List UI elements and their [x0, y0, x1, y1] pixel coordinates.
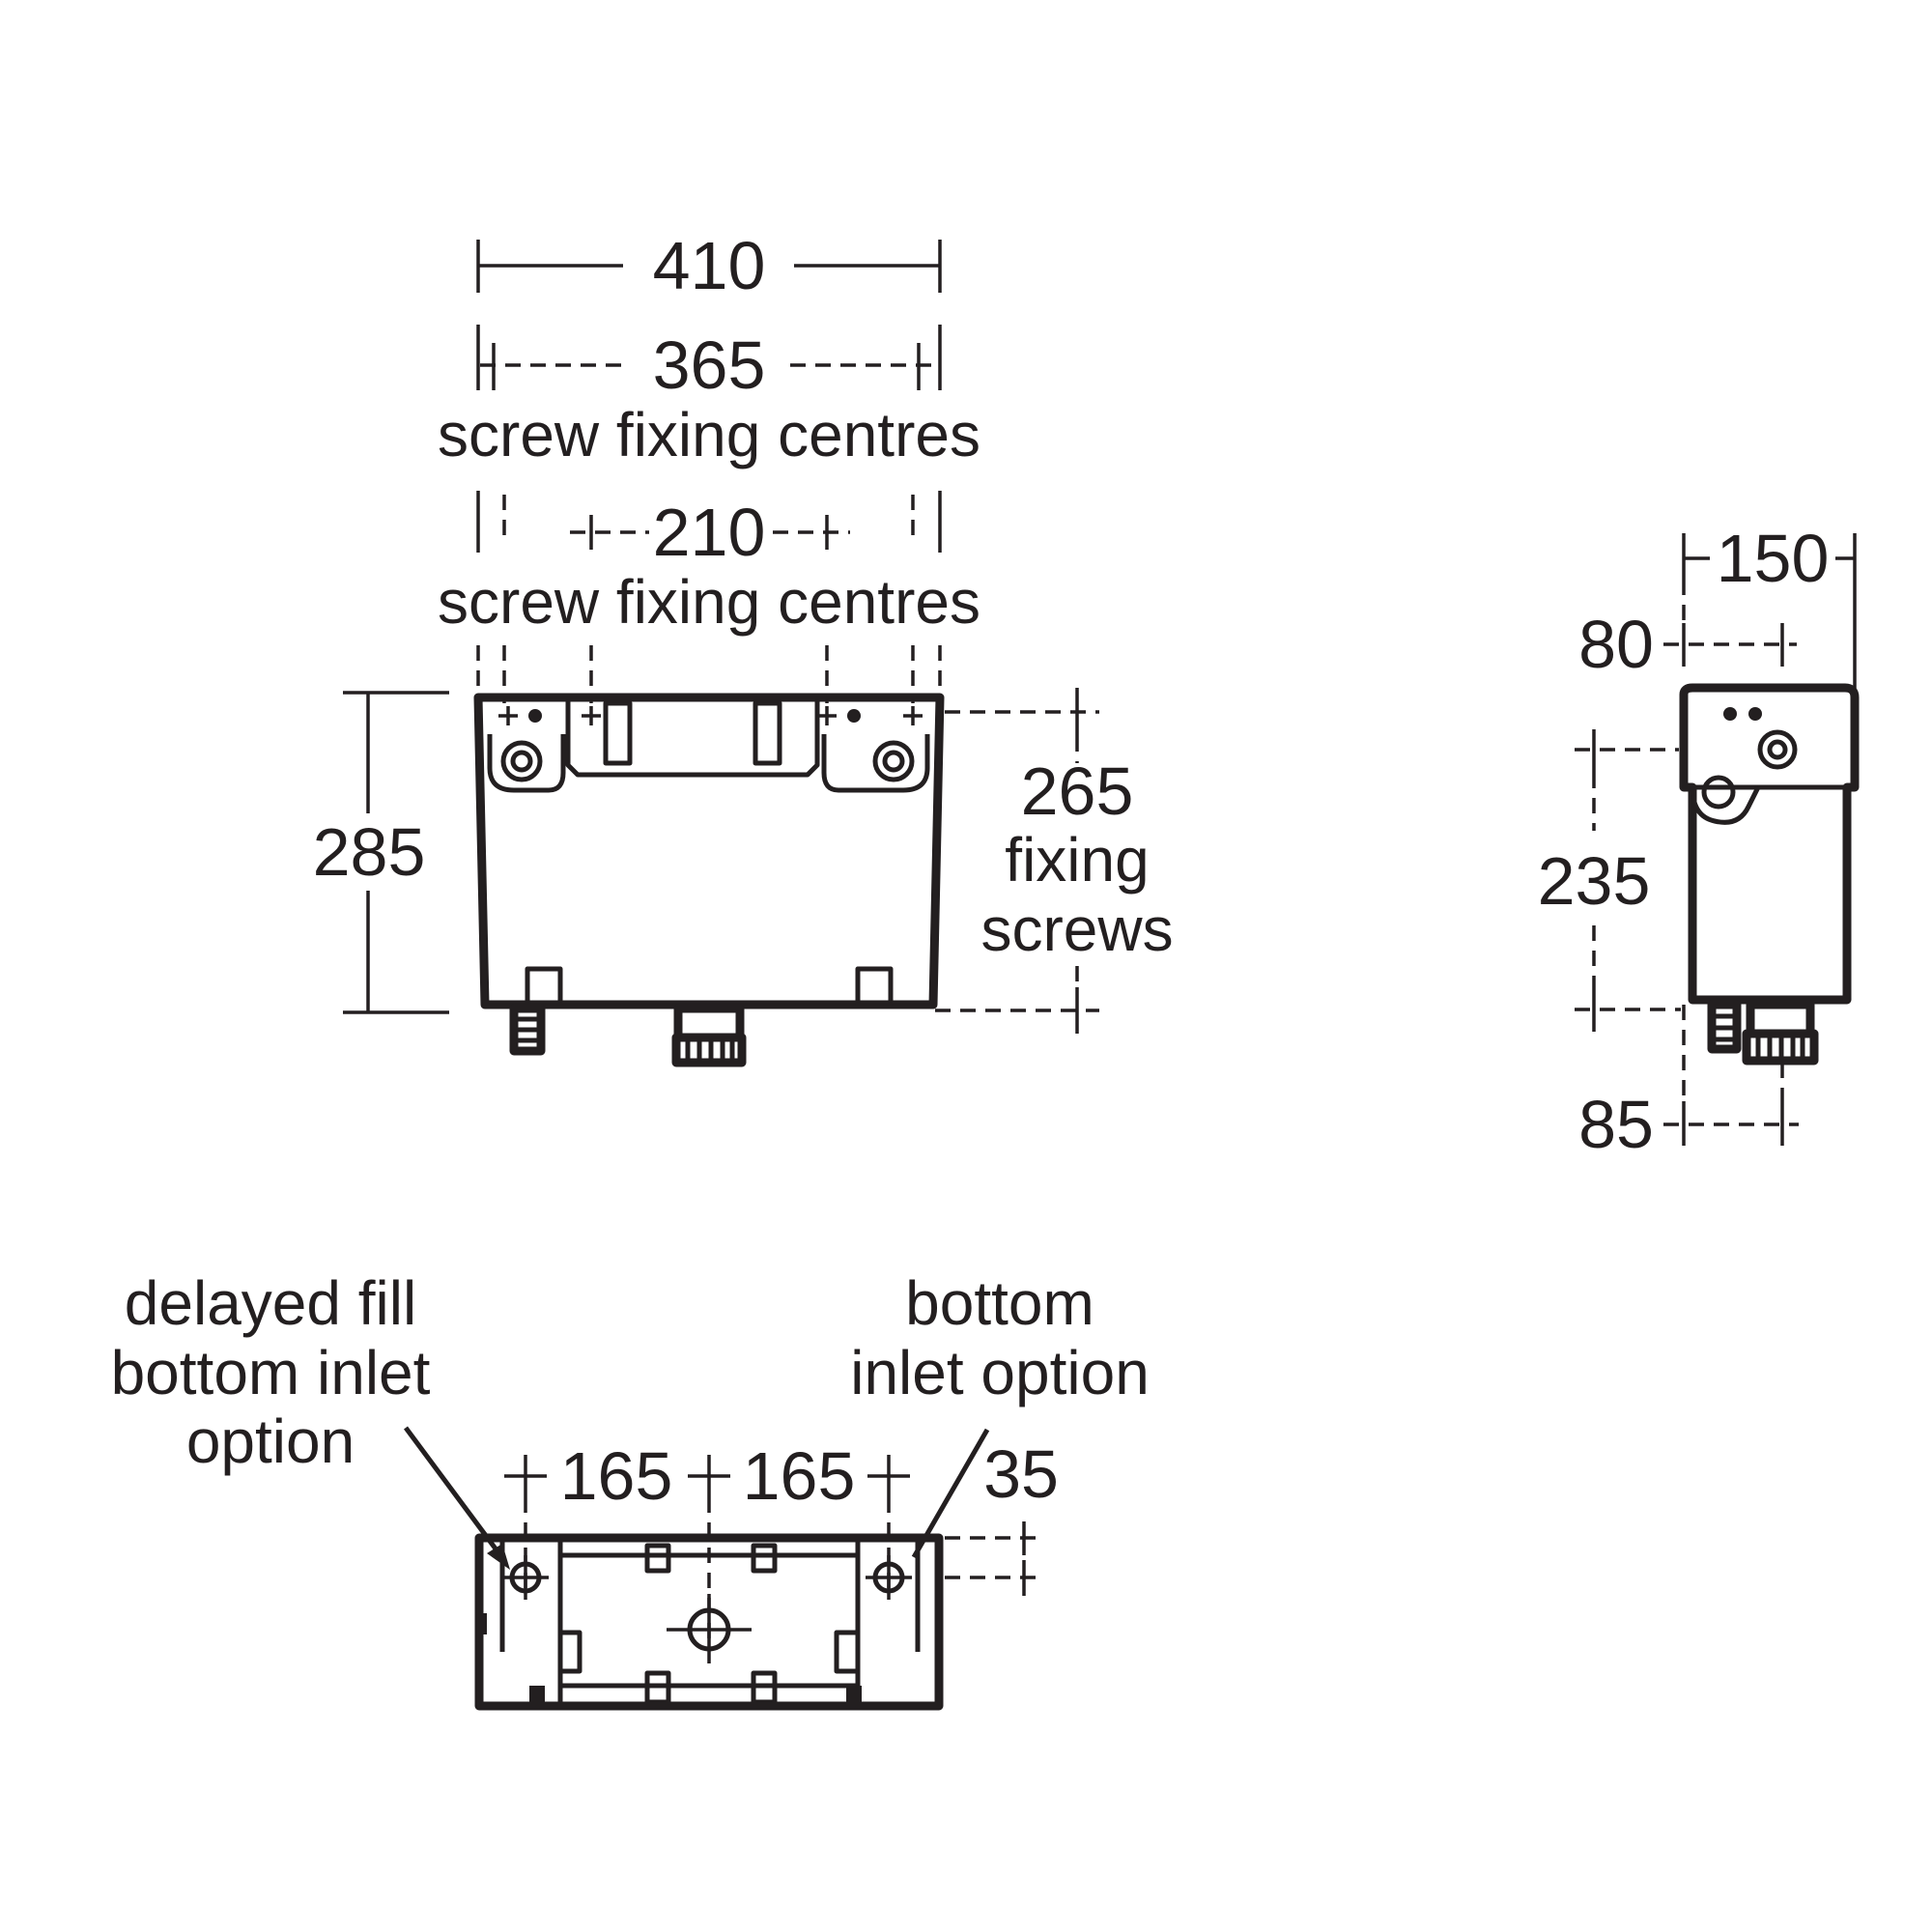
delayed-fill-note: delayed fill bottom inlet option — [111, 1268, 510, 1570]
plan-view: delayed fill bottom inlet option bottom … — [111, 1268, 1150, 1711]
delayed-fill-note-line-2: bottom inlet — [111, 1338, 431, 1407]
dimension-overall-width: 410 — [476, 228, 942, 303]
left-inlet-position — [502, 1555, 549, 1600]
bottom-offset-label: 85 — [1578, 1087, 1654, 1162]
body-height-label: 235 — [1538, 843, 1651, 919]
outlet-position — [667, 1594, 752, 1663]
fixing-screws-height-label: 265 — [1021, 753, 1134, 829]
delayed-fill-note-line-1: delayed fill — [125, 1268, 416, 1338]
depth-label: 150 — [1717, 521, 1830, 596]
cistern-side — [1679, 683, 1860, 1065]
inlet-offset-label: 35 — [983, 1436, 1059, 1512]
inner-fixing-centres-caption: screw fixing centres — [438, 567, 980, 637]
height-label: 285 — [313, 814, 426, 890]
fixing-screws-caption-1: fixing — [1005, 825, 1149, 895]
spacing-left-label: 165 — [560, 1438, 673, 1514]
bottom-inlet-note-line-2: inlet option — [850, 1338, 1150, 1407]
right-mounting-boss — [817, 706, 930, 793]
inlet-spigot — [509, 1004, 546, 1056]
dimension-outer-fixing-centres: 365 screw fixing centres — [438, 325, 980, 469]
outer-fixing-centres-label: 365 — [653, 327, 766, 403]
spacing-right-label: 165 — [743, 1438, 856, 1514]
dimension-inner-fixing-centres: 210 screw fixing centres — [438, 491, 980, 637]
dimension-fixing-screws: 265 fixing screws — [935, 688, 1174, 1034]
inner-fixing-centres-label: 210 — [653, 495, 766, 570]
left-mounting-boss — [487, 706, 566, 793]
bottom-inlet-note-line-1: bottom — [905, 1268, 1094, 1338]
dimension-inlet-spacing: 165 165 — [504, 1438, 910, 1642]
fixing-screws-caption-2: screws — [980, 895, 1173, 964]
flush-outlet — [671, 1004, 747, 1067]
outer-fixing-centres-caption: screw fixing centres — [438, 400, 980, 469]
cistern-front — [473, 693, 945, 1067]
fixing-extension-lines — [476, 645, 942, 703]
top-offset-label: 80 — [1578, 607, 1654, 682]
cistern-plan — [474, 1533, 944, 1711]
dimension-body-height: 235 — [1538, 729, 1681, 1032]
front-view: 410 365 screw fixing centres 210 screw f… — [313, 228, 1174, 1067]
delayed-fill-note-line-3: option — [186, 1406, 355, 1476]
right-inlet-position — [866, 1555, 912, 1600]
dimension-depth: 150 — [1682, 521, 1857, 696]
dimension-bottom-offset: 85 — [1578, 1005, 1799, 1162]
bottom-inlet-note: bottom inlet option — [850, 1268, 1150, 1559]
dimension-inlet-offset: 35 — [945, 1436, 1059, 1596]
dimension-top-offset: 80 — [1578, 580, 1797, 682]
fixing-point-marks — [582, 706, 601, 725]
dimension-height: 285 — [313, 691, 449, 1014]
side-view: 150 80 — [1538, 521, 1860, 1162]
overall-width-label: 410 — [653, 228, 766, 303]
